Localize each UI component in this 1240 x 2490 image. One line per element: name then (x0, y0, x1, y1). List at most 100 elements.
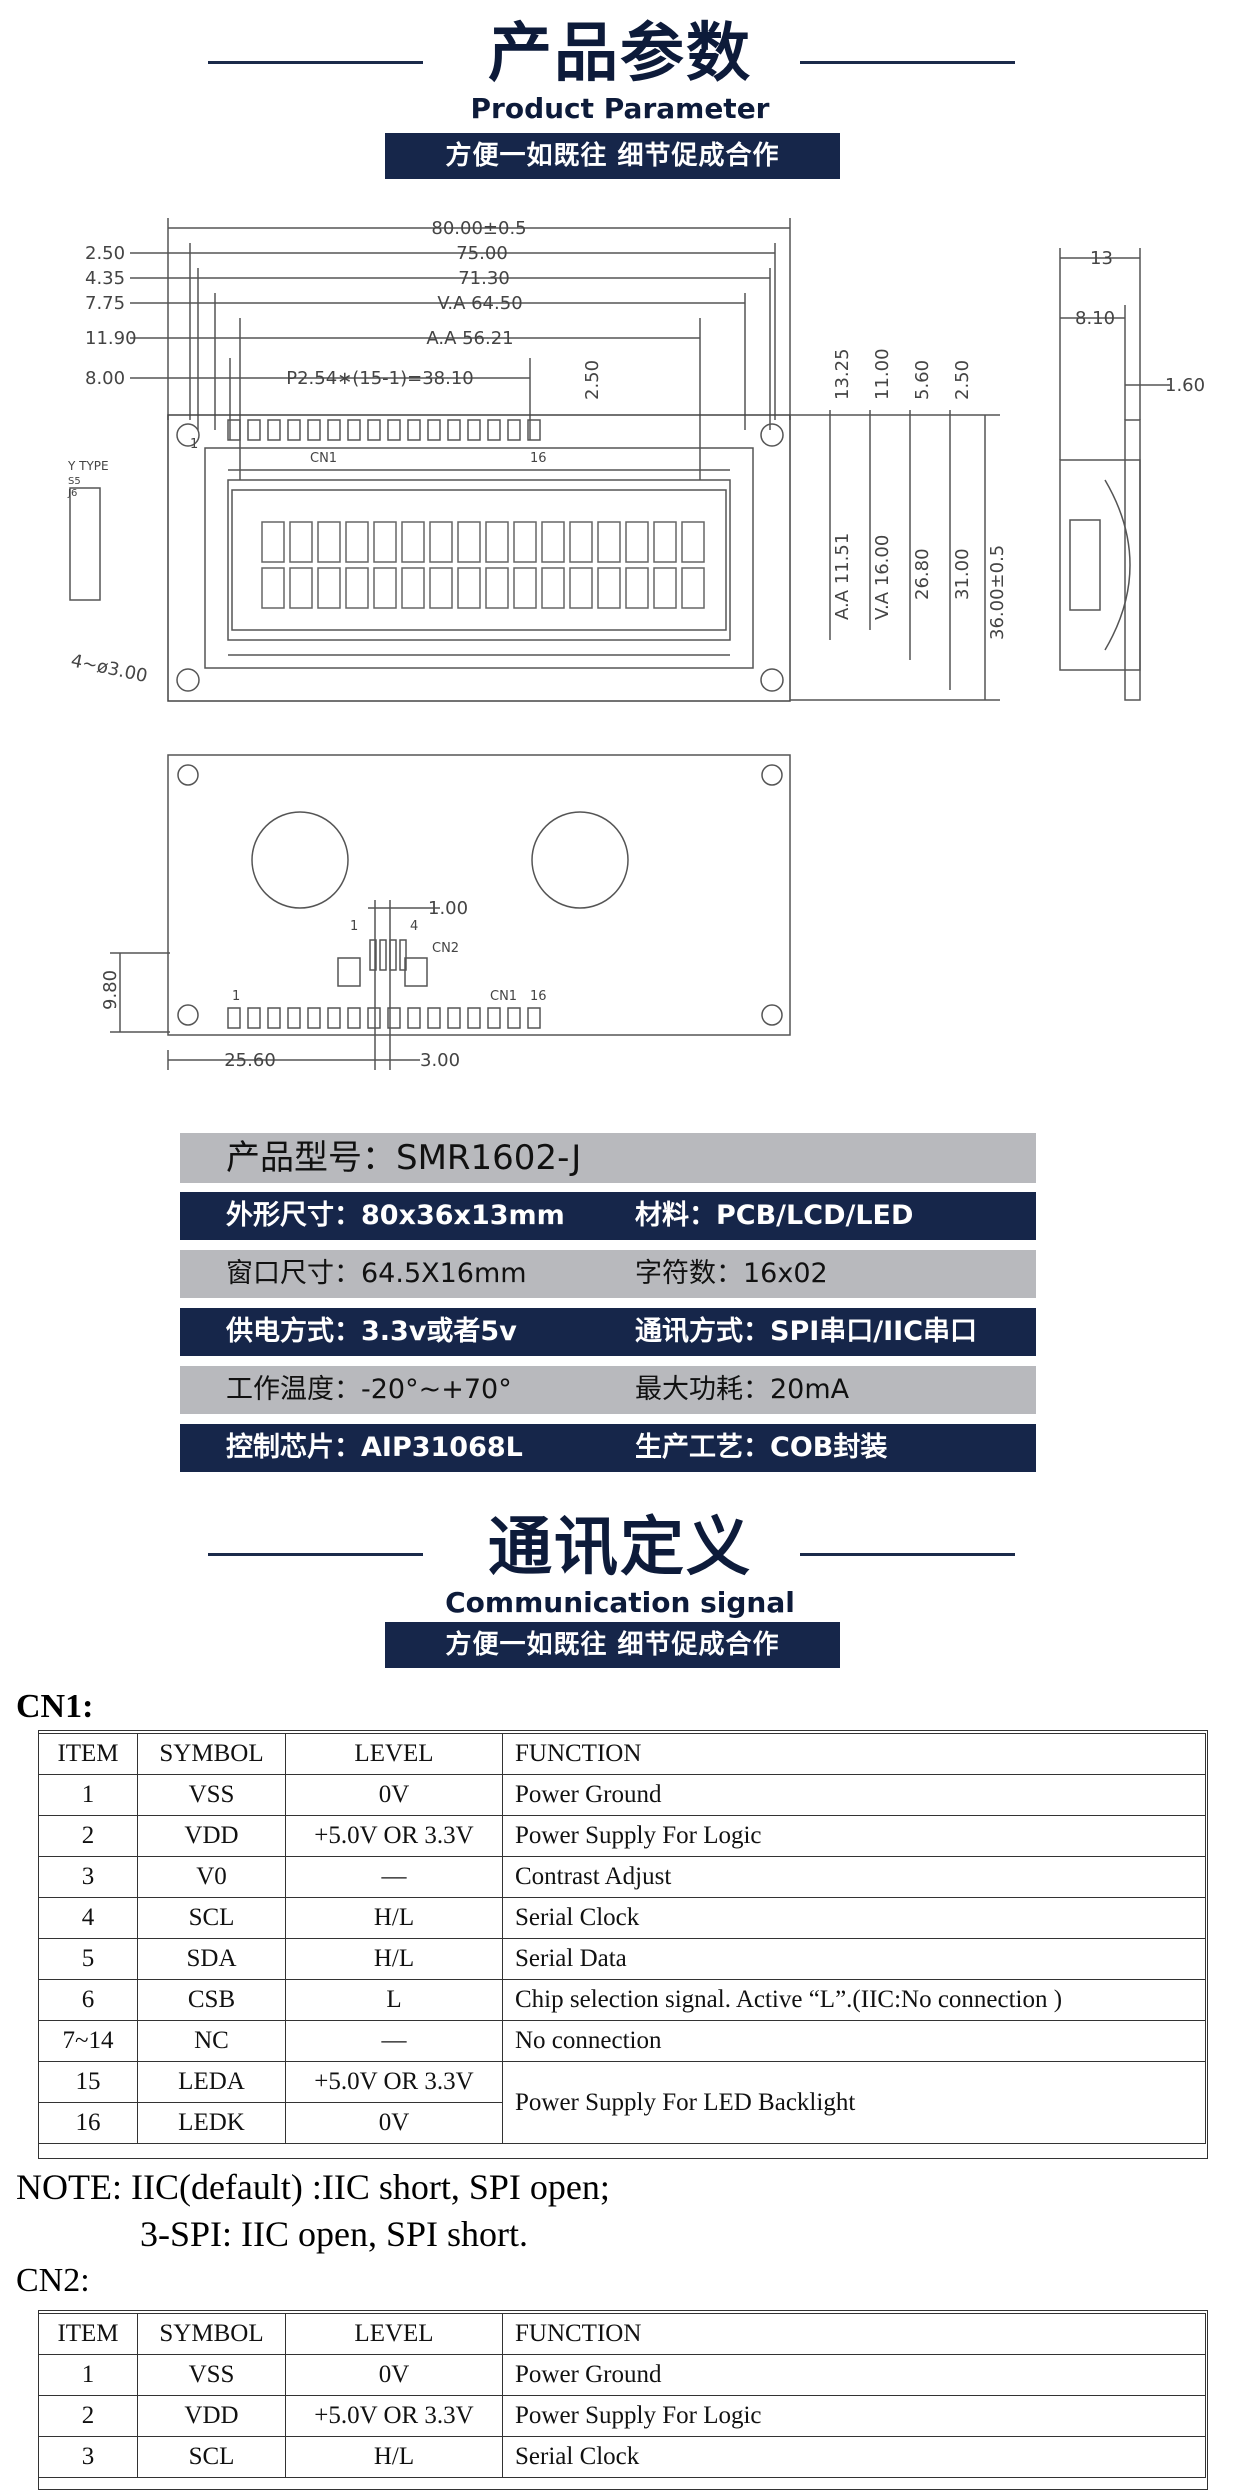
item-cell: 4 (38, 1897, 138, 1939)
symbol-cell: LEDA (137, 2061, 286, 2103)
symbol-cell: NC (137, 2020, 286, 2062)
dim-right-4: 2.50 (952, 360, 973, 400)
cn2-table: ITEM SYMBOL LEVEL FUNCTION 1 VSS 0V Powe… (38, 2313, 1206, 2478)
level-cell: +5.0V OR 3.3V (285, 1815, 503, 1857)
dim-back-gap: 3.00 (420, 1050, 460, 1071)
cn1-label: CN1 (310, 451, 337, 466)
table-row: 15 LEDA +5.0V OR 3.3V Power Supply For L… (38, 2061, 1206, 2144)
dim-bezel-width: 71.30 (458, 268, 510, 289)
cn1-heading: CN1: (16, 1688, 94, 1725)
cn1-table: ITEM SYMBOL LEVEL FUNCTION 1 VSS 0V Powe… (38, 1733, 1206, 2144)
level-cell: +5.0V OR 3.3V (285, 2061, 503, 2103)
back-cn1-label: CN1 (490, 989, 517, 1004)
model-title: 产品型号：SMR1602-J (226, 1138, 582, 1178)
dim-pcb-width: 75.00 (456, 243, 508, 264)
symbol-cell: VSS (137, 2354, 286, 2396)
dim-side-thickness: 13 (1090, 248, 1113, 269)
dim-va-width: V.A 64.50 (437, 293, 522, 314)
dim-left-5: 8.00 (85, 368, 125, 389)
table-row: 6 CSB L Chip selection signal. Active “L… (38, 1979, 1206, 2021)
note-line-2: 3-SPI: IIC open, SPI short. (140, 2214, 529, 2254)
item-cell: 1 (38, 1774, 138, 1816)
dim-back-distance: 25.60 (224, 1050, 276, 1071)
function-cell: Power Supply For Logic (502, 1815, 1206, 1857)
spec-window: 窗口尺寸：64.5X16mm (226, 1258, 527, 1289)
y-type-pin-s5: S5 (68, 476, 81, 487)
item-cell: 5 (38, 1938, 138, 1980)
spec-interface: 通讯方式：SPI串口/IIC串口 (635, 1316, 978, 1347)
column-header: LEVEL (285, 2313, 503, 2355)
symbol-cell: SCL (137, 2436, 286, 2478)
spec-characters: 字符数：16x02 (635, 1258, 828, 1289)
function-cell: Power Supply For Logic (502, 2395, 1206, 2437)
section-subtitle: Product Parameter (470, 92, 770, 125)
level-cell: — (285, 2020, 503, 2062)
level-cell: +5.0V OR 3.3V (285, 2395, 503, 2437)
level-cell: L (285, 1979, 503, 2021)
table-header-row: ITEM SYMBOL LEVEL FUNCTION (38, 2313, 1206, 2355)
table-row: 3 SCL H/L Serial Clock (38, 2436, 1206, 2478)
table-row: 4 SCL H/L Serial Clock (38, 1897, 1206, 1939)
level-cell: 0V (285, 1774, 503, 1816)
item-cell: 3 (38, 2436, 138, 2478)
column-header: LEVEL (285, 1733, 503, 1775)
symbol-cell: CSB (137, 1979, 286, 2021)
table-row: 5 SDA H/L Serial Data (38, 1938, 1206, 1980)
symbol-cell: SDA (137, 1938, 286, 1980)
table-row: 2 VDD +5.0V OR 3.3V Power Supply For Log… (38, 1815, 1206, 1857)
column-header: ITEM (38, 1733, 138, 1775)
function-cell: Serial Clock (502, 2436, 1206, 2478)
dim-pin-pitch: P2.54∗(15-1)=38.10 (286, 368, 474, 389)
cn2-pin1-label: 1 (350, 919, 358, 934)
level-cell: H/L (285, 2436, 503, 2478)
table-row: 3 V0 — Contrast Adjust (38, 1856, 1206, 1898)
dim-left-1: 2.50 (85, 243, 125, 264)
level-cell: 0V (285, 2102, 503, 2144)
section-title: 产品参数 (488, 17, 752, 91)
level-cell: H/L (285, 1897, 503, 1939)
slogan-band: 方便一如既往 细节促成合作 (385, 133, 840, 179)
symbol-cell: LEDK (137, 2102, 286, 2144)
function-cell: Serial Clock (502, 1897, 1206, 1939)
level-cell: H/L (285, 1938, 503, 1980)
symbol-cell: VSS (137, 1774, 286, 1816)
item-cell: 15 (38, 2061, 138, 2103)
item-cell: 1 (38, 2354, 138, 2396)
spec-process: 生产工艺：COB封装 (635, 1432, 888, 1463)
function-cell: Serial Data (502, 1938, 1206, 1980)
column-header: SYMBOL (137, 1733, 286, 1775)
function-cell: Contrast Adjust (502, 1856, 1206, 1898)
cn1-pin1-label: 1 (190, 437, 198, 452)
back-pin1-label: 1 (232, 989, 240, 1004)
spec-power: 供电方式：3.3v或者5v (226, 1316, 517, 1347)
divider-line (208, 61, 423, 64)
cn2-pin4-label: 4 (410, 919, 418, 934)
table-row: 1 VSS 0V Power Ground (38, 1774, 1206, 1816)
back-pin16-label: 16 (530, 989, 547, 1004)
function-cell: Chip selection signal. Active “L”.(IIC:N… (502, 1979, 1206, 2021)
dimension-drawing: 80.00±0.5 75.00 71.30 V.A 64.50 A.A 56.2… (67, 218, 1205, 1071)
dim-right-1: 13.25 (832, 348, 853, 400)
communication-header: 通讯定义 Communication signal (0, 1508, 1240, 1618)
item-cell: 2 (38, 1815, 138, 1857)
product-parameter-header: 产品参数 Product Parameter (0, 14, 1240, 124)
column-header: FUNCTION (502, 2313, 1206, 2355)
function-cell: Power Ground (502, 2354, 1206, 2396)
spec-row: 窗口尺寸：64.5X16mm 字符数：16x02 (180, 1250, 1036, 1298)
dim-pcb-height: 31.00 (952, 548, 973, 600)
divider-line (208, 1553, 423, 1556)
symbol-cell: SCL (137, 1897, 286, 1939)
dim-bezel-height: 26.80 (912, 548, 933, 600)
table-header-row: ITEM SYMBOL LEVEL FUNCTION (38, 1733, 1206, 1775)
spec-size: 外形尺寸：80x36x13mm (226, 1200, 565, 1231)
y-type-label: Y TYPE (67, 459, 109, 473)
level-cell: — (285, 1856, 503, 1898)
slogan-band: 方便一如既往 细节促成合作 (385, 1622, 840, 1668)
dim-va-height: V.A 16.00 (872, 535, 893, 620)
dim-overall-height: 36.00±0.5 (987, 545, 1008, 640)
cn1-pin16-label: 16 (530, 451, 547, 466)
dim-side-pcb: 1.60 (1165, 375, 1205, 396)
table-row: 1 VSS 0V Power Ground (38, 2354, 1206, 2396)
spec-row: 外形尺寸：80x36x13mm 材料：PCB/LCD/LED (180, 1192, 1036, 1240)
divider-line (800, 1553, 1015, 1556)
